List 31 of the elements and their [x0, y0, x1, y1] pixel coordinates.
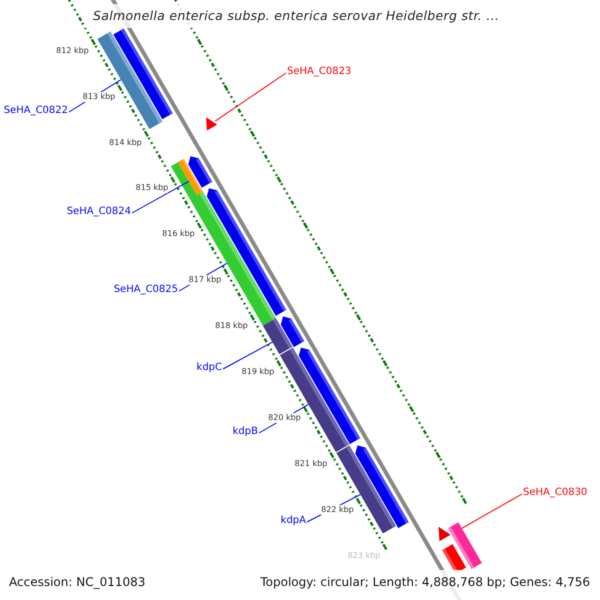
gene-bar [448, 522, 482, 569]
leader-line [132, 180, 190, 214]
gene-label: SeHA_C0822 [4, 105, 68, 117]
tick-label: 821 kbp [294, 458, 328, 469]
tick-label: 815 kbp [136, 183, 168, 194]
tick-label: 817 kbp [188, 275, 222, 286]
tick-label: 818 kbp [215, 321, 248, 332]
gene-bar [336, 446, 396, 534]
gene-label: SeHA_C0824 [66, 206, 131, 218]
gene-label: kdpC [196, 362, 222, 374]
gene-label: SeHA_C0825 [114, 284, 178, 296]
gene-label: SeHA_C0830 [523, 487, 588, 499]
leader-line [214, 72, 286, 122]
gene-bar [97, 32, 162, 130]
tick-label: 819 kbp [242, 367, 274, 378]
leader-line [222, 342, 273, 370]
gene-label: SeHA_C0823 [287, 66, 352, 78]
gene-label: kdpA [280, 515, 306, 527]
tick-label: 812 kbp [56, 46, 89, 56]
tick-label: 813 kbp [82, 92, 116, 102]
tick-label: 816 kbp [162, 229, 195, 240]
accession-label: Accession: NC_011083 [9, 575, 146, 590]
gene-bar [262, 318, 292, 354]
tick-label: 822 kbp [321, 504, 354, 515]
tick-label: 820 kbp [268, 412, 301, 423]
tick-label: 814 kbp [109, 138, 142, 148]
gene-marker [206, 117, 218, 131]
gene-label: kdpB [232, 426, 258, 438]
genome-stats: Topology: circular; Length: 4,888,768 bp; Genes: 4,756 [260, 575, 590, 590]
tick-label: 823 kbp [348, 550, 380, 561]
leader-line [461, 494, 522, 529]
